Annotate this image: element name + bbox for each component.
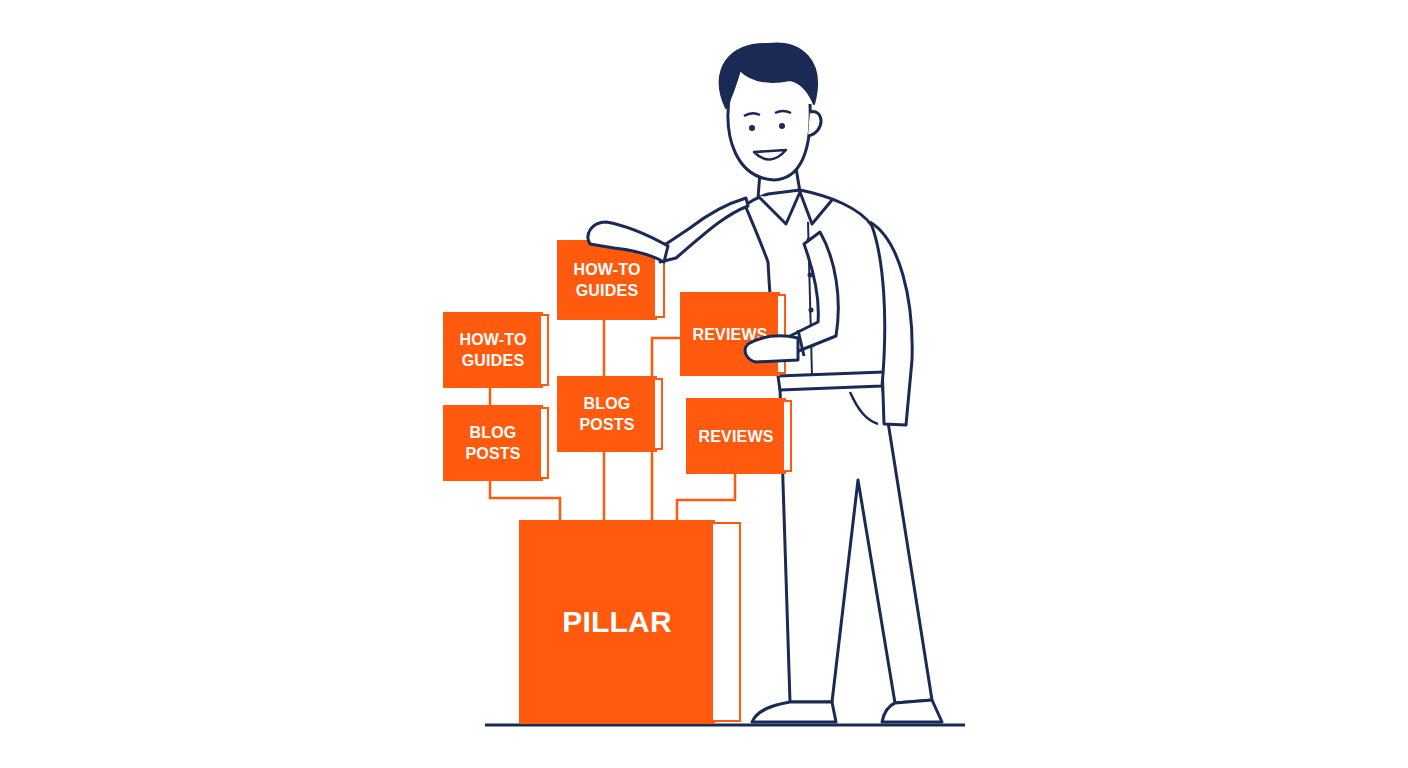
mouth bbox=[754, 150, 786, 160]
connector-line bbox=[603, 320, 606, 376]
content-box: REVIEWS bbox=[680, 292, 780, 376]
shirt-button bbox=[808, 273, 813, 278]
belt-line bbox=[778, 372, 884, 376]
collar bbox=[758, 192, 832, 224]
connector-line bbox=[677, 474, 735, 520]
shirt-button bbox=[810, 343, 815, 348]
box-label: REVIEWS bbox=[698, 426, 773, 447]
box-label: BLOG POSTS bbox=[453, 422, 533, 464]
hair bbox=[720, 44, 817, 109]
box-side bbox=[778, 294, 786, 374]
shoe bbox=[882, 700, 942, 722]
connector-line bbox=[652, 338, 680, 520]
content-box: HOW-TO GUIDES bbox=[557, 240, 657, 320]
shirt-button bbox=[809, 308, 814, 313]
trousers bbox=[780, 384, 932, 703]
content-box: REVIEWS bbox=[686, 398, 786, 474]
content-box: BLOG POSTS bbox=[557, 376, 657, 452]
box-label: HOW-TO GUIDES bbox=[567, 259, 647, 301]
front-arm bbox=[790, 232, 838, 352]
eye bbox=[749, 125, 755, 131]
box-label: HOW-TO GUIDES bbox=[453, 329, 533, 371]
box-side bbox=[713, 522, 741, 722]
trouser-pocket bbox=[850, 392, 878, 424]
shirt-button bbox=[807, 238, 812, 243]
pillar-label: PILLAR bbox=[562, 604, 672, 640]
face bbox=[728, 92, 810, 180]
box-label: REVIEWS bbox=[692, 324, 767, 345]
hand-holding-box bbox=[745, 336, 798, 362]
content-box: HOW-TO GUIDES bbox=[443, 312, 543, 388]
box-side bbox=[541, 314, 549, 386]
ear bbox=[808, 112, 821, 136]
pillar-box: PILLAR bbox=[519, 520, 715, 724]
content-box: BLOG POSTS bbox=[443, 405, 543, 481]
box-side bbox=[655, 242, 665, 318]
raised-arm bbox=[660, 198, 748, 262]
box-label: BLOG POSTS bbox=[567, 393, 647, 435]
box-side bbox=[541, 407, 549, 479]
connector-line bbox=[489, 388, 492, 405]
shoe bbox=[752, 702, 836, 722]
box-side bbox=[784, 400, 792, 472]
eye bbox=[779, 123, 785, 129]
box-side bbox=[655, 378, 663, 450]
connector-line bbox=[490, 481, 560, 520]
connector-line bbox=[603, 452, 606, 520]
shirt-placket bbox=[808, 222, 812, 376]
eyebrow bbox=[744, 111, 791, 116]
cuff bbox=[798, 330, 804, 356]
hand-on-box bbox=[588, 222, 668, 262]
